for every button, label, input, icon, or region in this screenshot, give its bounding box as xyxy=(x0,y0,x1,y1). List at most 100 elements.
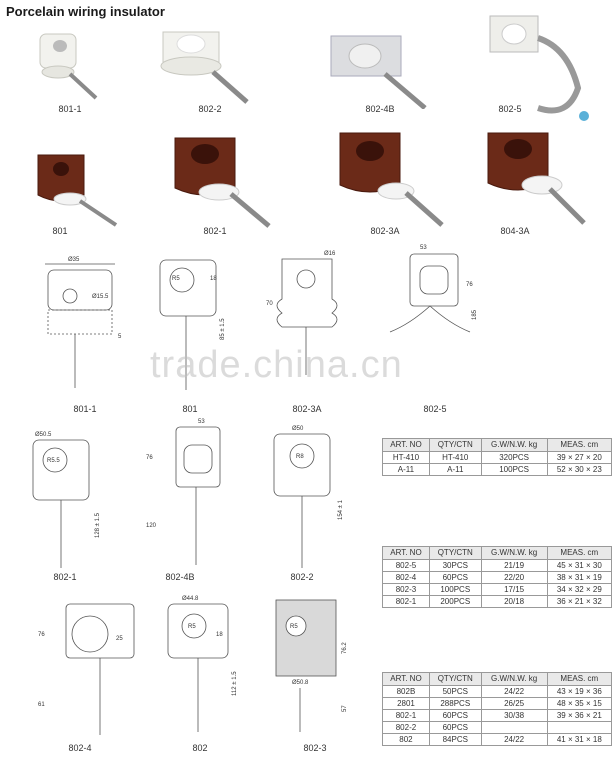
table-row: 802-1 60PCS 30/38 39 × 36 × 21 xyxy=(382,709,613,722)
table-cell: 100PCS xyxy=(480,463,548,476)
insulator-photo-802-3a xyxy=(339,132,444,227)
dimension-label: 5 xyxy=(118,334,122,340)
drawing-label: 802-5 xyxy=(423,404,447,414)
table-cell: 22/20 xyxy=(480,571,548,584)
table-cell: 802-3 xyxy=(382,583,430,596)
col-header: MEAS. cm xyxy=(546,672,613,686)
drawing-label: 802-3A xyxy=(292,404,322,414)
table-cell: 26/25 xyxy=(480,697,548,710)
dimension-label: 154 ± 1 xyxy=(338,499,344,520)
dimension-label: 76.2 xyxy=(342,642,348,654)
insulator-photo-801-1 xyxy=(39,33,98,100)
photo-label: 802-5 xyxy=(498,104,522,114)
table-cell: 41 × 31 × 18 xyxy=(546,733,613,746)
table-cell: 802-1 xyxy=(382,709,430,722)
page-title: Porcelain wiring insulator xyxy=(6,4,165,19)
insulator-photo-802-5 xyxy=(489,15,589,121)
dimension-label: 120 xyxy=(146,523,157,529)
dimension-label: Ø50 xyxy=(292,426,304,432)
photo-label: 804-3A xyxy=(500,226,530,236)
drawing-label: 802 xyxy=(192,743,208,753)
dimension-label: 85 ± 1.5 xyxy=(220,318,226,340)
drawing-801-1: Ø35 Ø15.5 5 xyxy=(45,257,122,388)
table-cell: 84PCS xyxy=(428,733,482,746)
table-cell: 802-5 xyxy=(382,559,430,572)
table-cell: 60PCS xyxy=(428,721,482,734)
dimension-label: Ø50.8 xyxy=(292,680,309,686)
table-row: 802-4 60PCS 22/20 38 × 31 × 19 xyxy=(382,571,613,584)
table-cell: 100PCS xyxy=(428,583,482,596)
spec-table-3: ART. NO QTY/CTN G.W/N.W. kg MEAS. cm 802… xyxy=(382,672,613,746)
table-cell: 48 × 35 × 15 xyxy=(546,697,613,710)
table-row: HT-410 HT-410 320PCS 39 × 27 × 20 xyxy=(382,451,613,464)
col-header: QTY/CTN xyxy=(428,546,482,560)
table-cell: 802-2 xyxy=(382,721,430,734)
drawing-802-4b: 53 76 120 xyxy=(146,419,221,565)
table-row: 802-1 200PCS 20/18 36 × 21 × 32 xyxy=(382,595,613,608)
table-cell: 30/38 xyxy=(480,709,548,722)
col-header: MEAS. cm xyxy=(546,546,613,560)
col-header: G.W/N.W. kg xyxy=(480,438,548,452)
dimension-label: 76 xyxy=(38,632,45,638)
table-row: 802 84PCS 24/22 41 × 31 × 18 xyxy=(382,733,613,746)
dimension-label: 53 xyxy=(420,245,427,251)
col-header: ART. NO xyxy=(382,438,430,452)
table-cell: A-11 xyxy=(428,463,482,476)
table-cell: A-11 xyxy=(382,463,430,476)
table-row: A-11 A-11 100PCS 52 × 30 × 23 xyxy=(382,463,613,476)
table-cell: HT-410 xyxy=(382,451,430,464)
table-cell: 288PCS xyxy=(428,697,482,710)
table-cell: 30PCS xyxy=(428,559,482,572)
dimension-label: R5 xyxy=(172,276,180,282)
col-header: ART. NO xyxy=(382,672,430,686)
dimension-label: R8 xyxy=(296,454,304,460)
table-cell: 802-1 xyxy=(382,595,430,608)
insulator-photo-802-4b xyxy=(330,35,427,109)
insulator-photo-804-3a xyxy=(487,132,586,225)
table-row: 802B 50PCS 24/22 43 × 19 × 36 xyxy=(382,685,613,698)
col-header: QTY/CTN xyxy=(428,672,482,686)
drawing-802-3: R5 76.2 Ø50.8 57 xyxy=(275,599,348,732)
dimension-label: R5 xyxy=(290,624,298,630)
drawing-802-1: Ø50.5 R5.5 128 ± 1.5 xyxy=(32,432,101,568)
col-header: G.W/N.W. kg xyxy=(480,546,548,560)
table-cell: 39 × 36 × 21 xyxy=(546,709,613,722)
spec-table-1: ART. NO QTY/CTN G.W/N.W. kg MEAS. cm HT-… xyxy=(382,438,613,476)
table-cell: 45 × 31 × 30 xyxy=(546,559,613,572)
dimension-label: 18 xyxy=(216,632,223,638)
table-cell: 34 × 32 × 29 xyxy=(546,583,613,596)
table-cell: 21/19 xyxy=(480,559,548,572)
table-cell: 24/22 xyxy=(480,733,548,746)
photo-label: 802-3A xyxy=(370,226,400,236)
drawing-802-2: Ø50 R8 154 ± 1 xyxy=(273,426,344,568)
dimension-label: Ø15.5 xyxy=(92,294,109,300)
dimension-label: 70 xyxy=(266,301,273,307)
drawing-label: 801 xyxy=(182,404,198,414)
photo-label: 801-1 xyxy=(58,104,82,114)
table-cell: 36 × 21 × 32 xyxy=(546,595,613,608)
dimension-label: R5.5 xyxy=(47,458,60,464)
drawing-label: 802-4B xyxy=(165,572,195,582)
table-cell: 39 × 27 × 20 xyxy=(546,451,613,464)
col-header: QTY/CTN xyxy=(428,438,482,452)
photo-label: 802-2 xyxy=(198,104,222,114)
table-cell: 50PCS xyxy=(428,685,482,698)
table-cell xyxy=(546,721,613,734)
table-cell: 20/18 xyxy=(480,595,548,608)
table-cell: 24/22 xyxy=(480,685,548,698)
drawing-label: 802-2 xyxy=(290,572,314,582)
col-header: MEAS. cm xyxy=(546,438,613,452)
drawing-label: 802-1 xyxy=(53,572,77,582)
dimension-label: 57 xyxy=(342,705,348,712)
table-cell: 802 xyxy=(382,733,430,746)
table-row: 802-3 100PCS 17/15 34 × 32 × 29 xyxy=(382,583,613,596)
drawing-label: 801-1 xyxy=(73,404,97,414)
dimension-label: Ø50.5 xyxy=(35,432,52,438)
insulator-photo-801 xyxy=(37,154,118,227)
dimension-label: Ø16 xyxy=(324,251,336,257)
drawing-802-5: 53 76 185 xyxy=(389,245,478,333)
col-header: ART. NO xyxy=(382,546,430,560)
dimension-label: R5 xyxy=(188,624,196,630)
table-row: 802-5 30PCS 21/19 45 × 31 × 30 xyxy=(382,559,613,572)
watermark: trade.china.cn xyxy=(150,344,403,386)
